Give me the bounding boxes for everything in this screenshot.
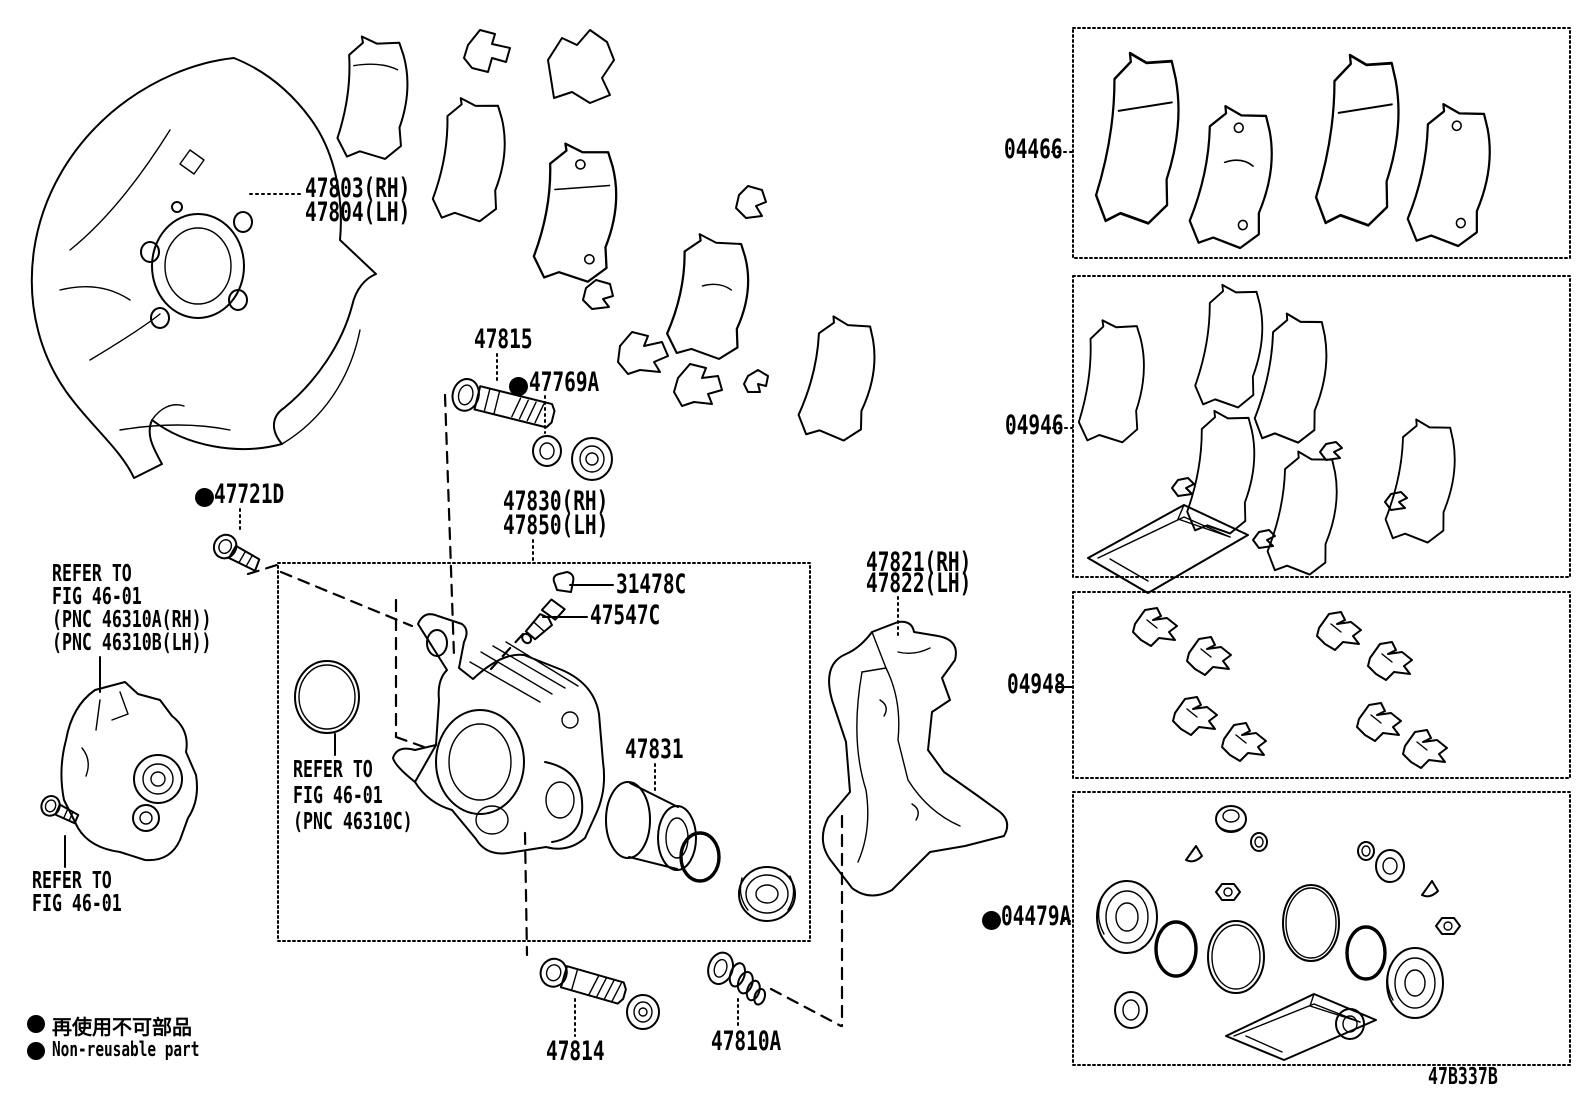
brake-pad-drawing bbox=[532, 142, 618, 283]
label-bushing: 47769A bbox=[529, 367, 600, 398]
slide-bushing-bolt-drawing bbox=[451, 378, 556, 429]
clip-drawing bbox=[735, 185, 767, 219]
bushing-drawing bbox=[532, 435, 562, 467]
spring-clip-drawing bbox=[673, 363, 723, 407]
actuator-bolt-drawing bbox=[212, 533, 261, 572]
label-line: FIG 46-01 bbox=[52, 584, 142, 610]
label-refer-motor-bolt: REFER TO FIG 46-01 bbox=[32, 870, 122, 916]
label-refer-actuator: REFER TO FIG 46-01 (PNC 46310A(RH)) (PNC… bbox=[52, 563, 212, 655]
fitting-kit-contents bbox=[1132, 607, 1448, 769]
clip-drawing bbox=[582, 279, 614, 310]
support-plate-drawing bbox=[547, 29, 615, 104]
shim-kit-contents bbox=[1077, 283, 1456, 594]
slide-pin-drawing bbox=[539, 957, 627, 1005]
non-reusable-icon bbox=[982, 911, 1001, 930]
label-kit-cylinder: 04479A bbox=[1001, 901, 1072, 932]
bleeder-cap-drawing bbox=[552, 571, 575, 593]
label-piston: 47831 bbox=[625, 734, 684, 765]
shim-drawing bbox=[797, 315, 876, 442]
label-support-bracket: 47821(RH) 47822(LH) bbox=[866, 547, 972, 599]
label-line: 47850(LH) bbox=[503, 510, 609, 541]
pin-bushing-drawing bbox=[626, 994, 660, 1030]
boot-ring-drawing bbox=[571, 437, 613, 481]
label-line: 47803(RH) bbox=[305, 173, 411, 204]
support-bracket-drawing bbox=[821, 620, 1009, 897]
legend-english: Non-reusable part bbox=[52, 1037, 200, 1061]
construction-lines bbox=[246, 393, 844, 1028]
label-line: FIG 46-01 bbox=[293, 783, 383, 809]
cylinder-kit-box bbox=[1072, 791, 1571, 1066]
non-reusable-icon bbox=[509, 377, 528, 396]
label-dust-cover: 47803(RH) 47804(LH) bbox=[305, 173, 411, 228]
label-kit-pads: 04466 bbox=[1004, 134, 1063, 165]
label-line: (PNC 46310A(RH)) bbox=[52, 607, 212, 633]
caliper-drawing bbox=[392, 613, 606, 855]
piston-oring-drawing bbox=[679, 831, 721, 883]
brake-pad-drawing bbox=[666, 233, 750, 360]
label-slide-pin: 47814 bbox=[546, 1036, 605, 1067]
pad-shim-cluster bbox=[336, 29, 876, 442]
pad-kit-box bbox=[1072, 27, 1571, 259]
actuator-drawing bbox=[60, 681, 198, 862]
piston-seal-ring-drawing bbox=[294, 660, 360, 734]
non-reusable-icon bbox=[27, 1042, 45, 1060]
motor-bolt-drawing bbox=[40, 795, 80, 825]
cylinder-kit-contents bbox=[1096, 805, 1461, 1061]
pin-bolt-drawing bbox=[707, 951, 767, 1006]
fitting-kit-box bbox=[1072, 591, 1571, 779]
label-line: (PNC 46310C) bbox=[293, 809, 413, 835]
piston-drawing bbox=[605, 781, 697, 871]
grease-packet-drawing bbox=[1225, 993, 1377, 1061]
label-kit-shims: 04946 bbox=[1005, 410, 1064, 441]
label-line: 47804(LH) bbox=[305, 197, 411, 228]
pad-kit-contents bbox=[1094, 51, 1491, 250]
label-line: FIG 46-01 bbox=[32, 891, 122, 917]
label-line: REFER TO bbox=[293, 757, 373, 783]
leader-lines bbox=[64, 151, 1074, 1037]
label-caliper-assy: 47830(RH) 47850(LH) bbox=[503, 486, 609, 541]
bleeder-plug-drawing bbox=[521, 598, 566, 645]
label-kit-fittings: 04948 bbox=[1007, 669, 1066, 700]
legend-japanese: 再使用不可部品 bbox=[52, 1015, 192, 1039]
clip-drawing bbox=[463, 29, 511, 73]
label-line: REFER TO bbox=[52, 561, 132, 587]
dust-shield-drawing bbox=[30, 57, 377, 479]
non-reusable-icon bbox=[27, 1015, 45, 1033]
label-actuator-bolt: 47721D bbox=[214, 479, 285, 510]
spring-clip-drawing bbox=[617, 331, 669, 375]
label-line: 47821(RH) bbox=[866, 547, 972, 578]
label-line: (PNC 46310B(LH)) bbox=[52, 630, 212, 656]
grease-packet-drawing bbox=[1087, 504, 1249, 594]
non-reusable-icon bbox=[195, 488, 214, 507]
figure-code: 47B337B bbox=[1428, 1064, 1498, 1090]
label-slide-bushing-bolt: 47815 bbox=[474, 324, 533, 355]
label-refer-piston-seal: REFER TO FIG 46-01 (PNC 46310C) bbox=[293, 757, 413, 835]
shim-kit-box bbox=[1072, 275, 1571, 578]
label-bleeder-plug: 47547C bbox=[590, 600, 661, 631]
cylinder-boot-drawing bbox=[738, 866, 796, 922]
label-line: REFER TO bbox=[32, 868, 112, 894]
label-pin-bolt: 47810A bbox=[711, 1026, 782, 1057]
clip-drawing bbox=[743, 369, 769, 393]
label-bleeder-cap: 31478C bbox=[616, 569, 687, 600]
caliper-detail-box bbox=[277, 562, 811, 942]
label-line: 47822(LH) bbox=[866, 568, 972, 599]
label-line: 47830(RH) bbox=[503, 486, 609, 517]
